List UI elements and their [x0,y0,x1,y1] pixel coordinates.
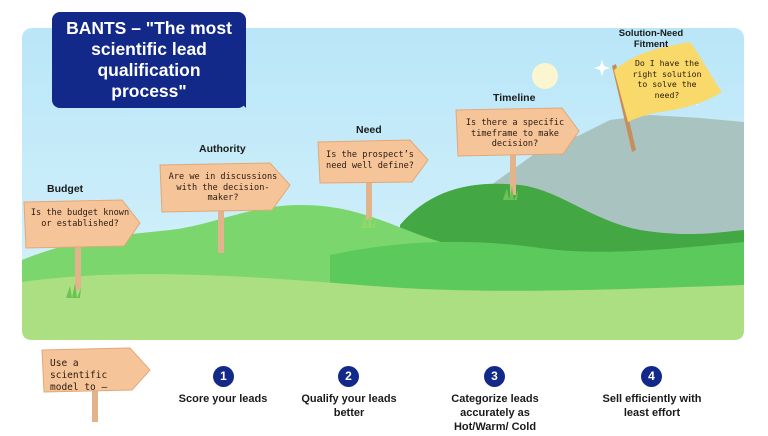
need-question: Is the prospect’s need well define? [326,150,414,171]
step-3-text: Categorize leads accurately as Hot/Warm/… [451,393,539,433]
timeline-label: Timeline [493,92,536,104]
sparkle-icon [594,60,610,76]
model-sign-text: Use a scientific model to – [50,358,108,393]
step-2-number: 2 [338,366,359,387]
grass-field [22,274,744,340]
page-title: BANTS – "The most scientific lead qualif… [52,12,246,108]
budget-question: Is the budget known or established? [30,208,130,229]
grass-tuft [503,186,518,200]
step-4-number: 4 [641,366,662,387]
need-sign [317,139,429,184]
step-4-text: Sell efficiently with least effort [602,393,702,419]
budget-label: Budget [47,183,84,195]
solution-need-fitment-label: Solution-Need Fitment [618,28,684,50]
grass-tuft [66,283,81,298]
authority-sign [159,162,291,213]
flag-pole [612,64,636,152]
authority-question: Are we in discussions with the decision-… [168,172,278,203]
grass-tuft [361,214,376,228]
step-3-number: 3 [484,366,505,387]
authority-post [218,208,224,253]
timeline-sign [455,107,580,157]
sun-icon [532,63,558,89]
budget-sign [23,199,141,249]
model-sign [41,347,151,393]
budget-post [75,240,81,290]
step-1-number: 1 [213,366,234,387]
model-post [92,382,98,422]
step-2-text: Qualify your leads better [301,393,397,419]
timeline-post [510,150,516,195]
flag [614,42,722,122]
step-1-text: Score your leads [178,393,268,405]
timeline-question: Is there a specific timeframe to make de… [465,118,565,149]
authority-label: Authority [199,143,246,155]
need-label: Need [356,124,382,136]
need-post [366,180,372,220]
title-bubble-tail [236,98,246,108]
solution-question: Do I have the right solution to solve th… [632,58,702,100]
